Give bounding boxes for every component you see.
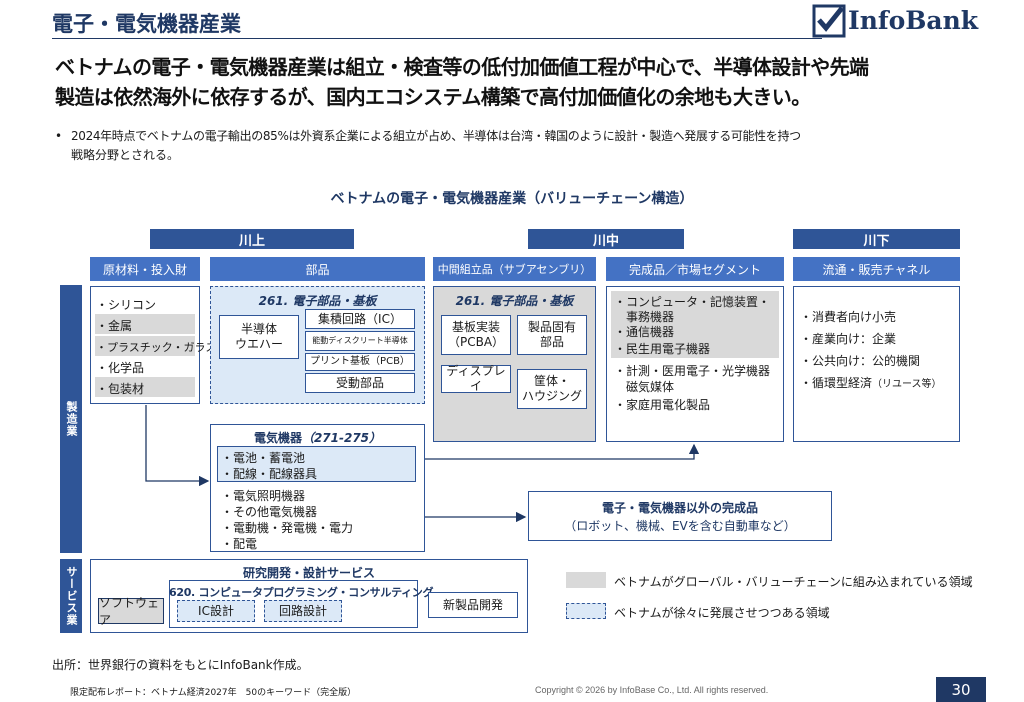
pcba-label-line2: （PCBA） xyxy=(447,335,505,349)
source-note: 出所：世界銀行の資料をもとにInfoBank作成。 xyxy=(52,658,309,672)
passive-box: 受動部品 xyxy=(305,373,415,393)
electrical-title: 電気機器（271-275） xyxy=(210,429,425,446)
materials-to-electrical-arrow xyxy=(145,405,210,487)
finished-gray-area xyxy=(611,291,779,358)
logo-text: InfoBank xyxy=(848,6,979,35)
circuit-design-box: 回路設計 xyxy=(264,600,342,622)
ic-box: 集積回路（IC） xyxy=(305,309,415,329)
page-number: 30 xyxy=(951,680,971,699)
distribution-box xyxy=(793,286,960,442)
page-number-badge: 30 xyxy=(936,677,986,702)
col-distribution: 流通・販売チャネル xyxy=(793,257,960,281)
other-products-subtitle: （ロボット、機械、EVを含む自動車など） xyxy=(564,519,796,533)
electrical-item: ・電気照明機器 xyxy=(221,489,306,503)
other-products-box xyxy=(528,491,832,541)
wafer-box: 半導体 ウエハー xyxy=(219,315,299,359)
housing-line1: 筐体・ xyxy=(533,374,570,388)
finished-item: ・家庭用電化製品 xyxy=(614,398,711,412)
legend-gray-label: ベトナムがグローバル・バリューチェーンに組み込まれている領域 xyxy=(614,575,973,589)
electrical-item: ・電池・蓄電池 xyxy=(221,451,306,465)
row-label-services: サービス業 xyxy=(60,559,82,633)
distribution-circular: ・循環型経済 xyxy=(800,376,873,390)
electrical-item: ・電動機・発電機・電力 xyxy=(221,521,354,535)
col-materials: 原材料・投入財 xyxy=(90,257,200,281)
electrical-highlight xyxy=(217,446,416,482)
parts-box-title: 261. 電子部品・基板 xyxy=(258,294,377,308)
bullet-dot: • xyxy=(55,129,63,143)
legend-dashed-swatch xyxy=(566,603,606,619)
bullet-line1: 2024年時点でベトナムの電子輸出の85%は外資系企業による組立が占め、半導体は… xyxy=(71,129,801,143)
other-products-title: 電子・電気機器以外の完成品 xyxy=(601,501,758,515)
electrical-title-main: 電気機器 xyxy=(253,431,302,445)
housing-box: 筐体・ ハウジング xyxy=(517,369,587,409)
intermediate-box-title: 261. 電子部品・基板 xyxy=(455,294,574,308)
col-parts: 部品 xyxy=(210,257,425,281)
new-product-box: 新製品開発 xyxy=(428,592,518,618)
infobank-logo: InfoBank xyxy=(812,4,992,40)
finished-item: ・通信機器 xyxy=(614,325,675,339)
stage-downstream: 川下 xyxy=(793,229,960,249)
electrical-box xyxy=(210,424,425,552)
product-parts-line2: 部品 xyxy=(539,335,564,349)
headline-line1: ベトナムの電子・電気機器産業は組立・検査等の低付加価値工程が中心で、半導体設計や… xyxy=(55,55,869,79)
finished-item: 磁気媒体 xyxy=(626,380,675,394)
pcba-label-line1: 基板実装 xyxy=(451,320,500,334)
title-underline xyxy=(52,38,822,39)
software-box: ソフトウェア xyxy=(98,596,164,627)
materials-gray-metal xyxy=(95,314,195,334)
stage-midstream: 川中 xyxy=(528,229,684,249)
col-finished: 完成品／市場セグメント xyxy=(606,257,784,281)
finished-item: ・コンピュータ・記憶装置・ xyxy=(614,295,771,309)
legend-dashed-label: ベトナムが徐々に発展させつつある領域 xyxy=(614,606,830,620)
col-intermediate: 中間組立品（サブアセンブリ） xyxy=(433,257,596,281)
intermediate-box xyxy=(433,286,596,442)
material-item: ・包装材 xyxy=(96,382,145,396)
material-item: ・金属 xyxy=(96,319,133,333)
materials-gray-plastic xyxy=(95,336,195,356)
bullet-line2: 戦略分野とされる。 xyxy=(71,148,180,162)
distribution-item: ・消費者向け小売 xyxy=(800,310,897,324)
distribution-item: ・循環型経済（リユース等） xyxy=(800,374,942,391)
electrical-item: ・配線・配線器具 xyxy=(221,467,318,481)
material-item: ・化学品 xyxy=(96,361,145,375)
pcba-box: 基板実装 （PCBA） xyxy=(441,315,511,355)
finished-item: 事務機器 xyxy=(626,310,675,324)
electrical-item: ・配電 xyxy=(221,537,258,551)
wafer-label-line1: 半導体 xyxy=(240,322,277,336)
distribution-item: ・産業向け：企業 xyxy=(800,332,897,346)
software-label: ソフトウェア xyxy=(99,596,160,627)
copyright: Copyright © 2026 by InfoBase Co., Ltd. A… xyxy=(535,685,769,695)
finished-item: ・民生用電子機器 xyxy=(614,342,711,356)
electrical-to-finished-arrow xyxy=(416,443,700,460)
material-item: ・プラスチック・ガラス xyxy=(96,341,217,354)
headline: ベトナムの電子・電気機器産業は組立・検査等の低付加価値工程が中心で、半導体設計や… xyxy=(55,52,869,112)
page-title: 電子・電気機器産業 xyxy=(52,12,241,36)
materials-gray-packaging xyxy=(95,377,195,397)
product-parts-line1: 製品固有 xyxy=(527,320,576,334)
distribution-item: ・公共向け：公的機関 xyxy=(800,354,921,368)
distribution-note: （リユース等） xyxy=(872,379,942,390)
row-label-manufacturing: 製造業 xyxy=(60,285,82,553)
wafer-label-line2: ウエハー xyxy=(234,337,283,351)
display-box: ディスプレイ xyxy=(441,364,511,393)
bullet-text: • 2024年時点でベトナムの電子輸出の85%は外資系企業による組立が占め、半導… xyxy=(55,127,801,165)
discrete-box: 能動ディスクリート半導体 xyxy=(305,331,415,351)
pcb-box: プリント基板（PCB） xyxy=(305,353,415,371)
ic-design-box: IC設計 xyxy=(177,600,255,622)
product-parts-box: 製品固有 部品 xyxy=(517,315,587,355)
electrical-title-code: （271-275） xyxy=(301,431,382,445)
electrical-item: ・その他電気機器 xyxy=(221,505,318,519)
material-item: ・シリコン xyxy=(96,298,157,312)
report-label: 限定配布レポート：ベトナム経済2027年 50のキーワード（完全版） xyxy=(70,688,357,698)
housing-line2: ハウジング xyxy=(521,389,582,403)
services-title: 研究開発・設計サービス xyxy=(242,566,375,580)
diagram-title: ベトナムの電子・電気機器産業（バリューチェーン構造） xyxy=(330,191,694,207)
legend-gray-swatch xyxy=(566,572,606,588)
consulting-title: 620. コンピュータプログラミング・コンサルティング xyxy=(169,586,434,599)
headline-line2: 製造は依然海外に依存するが、国内エコシステム構築で高付加価値化の余地も大きい。 xyxy=(55,85,811,109)
stage-upstream: 川上 xyxy=(150,229,354,249)
checkmark-logo-icon xyxy=(812,4,846,38)
finished-item: ・計測・医用電子・光学機器 xyxy=(614,364,771,378)
